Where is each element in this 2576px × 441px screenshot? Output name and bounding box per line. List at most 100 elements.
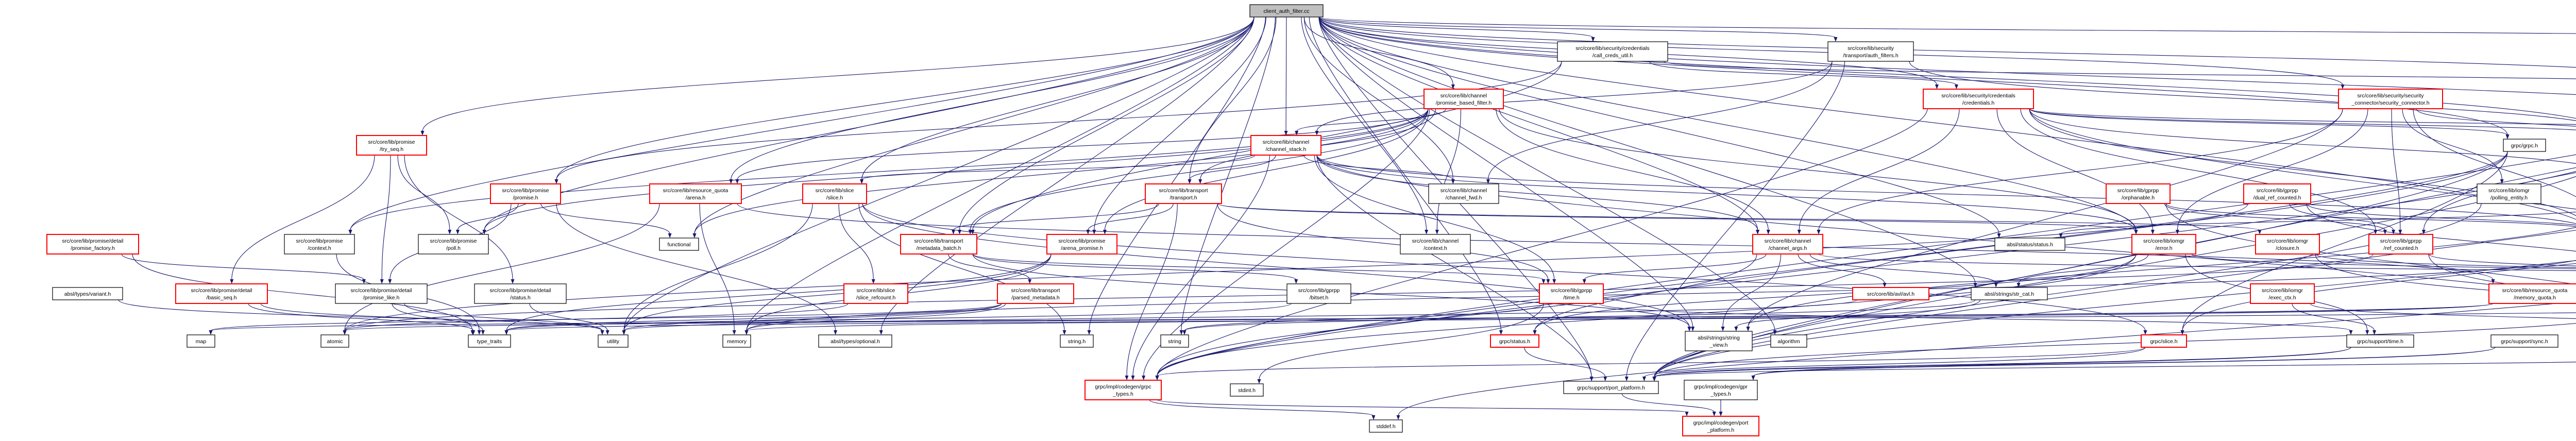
graph-node-transport[interactable]: src/core/lib/transport/transport.h	[1145, 183, 1222, 204]
node-box[interactable]	[1770, 334, 1807, 348]
node-box[interactable]	[2338, 89, 2443, 109]
node-box[interactable]	[2141, 334, 2187, 348]
graph-node-cpp[interactable]: grpc/impl/codegen/port_platform.h	[1682, 416, 1759, 436]
node-box[interactable]	[418, 234, 489, 255]
node-box[interactable]	[1827, 41, 1914, 62]
graph-node-pbf[interactable]: src/core/lib/channel/promise_based_filte…	[1423, 89, 1504, 109]
graph-node-strcat[interactable]: absl/strings/str_cat.h	[1971, 287, 2048, 300]
node-box[interactable]	[187, 334, 215, 348]
graph-node-creds[interactable]: src/core/lib/security/credentials/creden…	[1923, 89, 2034, 109]
node-box[interactable]	[1557, 41, 1668, 62]
node-box[interactable]	[1752, 234, 1823, 255]
node-box[interactable]	[1971, 287, 2048, 300]
graph-node-sref[interactable]: src/core/lib/slice/slice_refcount.h	[843, 283, 908, 304]
graph-node-arena_promise[interactable]: src/core/lib/promise/arena_promise.h	[1046, 234, 1117, 255]
node-box[interactable]	[1160, 334, 1189, 348]
node-box[interactable]	[1400, 234, 1471, 255]
graph-node-pfactory[interactable]: src/core/lib/promise/detail/promise_fact…	[46, 234, 139, 255]
node-box[interactable]	[52, 287, 123, 300]
graph-node-sync[interactable]: grpc/support/sync.h	[2490, 334, 2558, 348]
graph-node-type_traits[interactable]: type_traits	[468, 334, 511, 348]
node-box[interactable]	[1994, 238, 2065, 251]
node-box[interactable]	[1230, 383, 1264, 397]
graph-node-slice_grpc[interactable]: grpc/slice.h	[2141, 334, 2187, 348]
graph-node-pctx[interactable]: src/core/lib/promise/context.h	[284, 234, 355, 255]
node-box[interactable]	[1682, 416, 1759, 436]
graph-node-algorithm[interactable]: algorithm	[1770, 334, 1807, 348]
graph-node-stack[interactable]: src/core/lib/channel/channel_stack.h	[1250, 135, 1321, 156]
graph-node-auth_filters[interactable]: src/core/lib/security/transport/auth_fil…	[1827, 41, 1914, 62]
node-box[interactable]	[1145, 183, 1222, 204]
graph-node-string[interactable]: string	[1160, 334, 1189, 348]
node-box[interactable]	[1286, 283, 1351, 304]
graph-node-dstatus[interactable]: src/core/lib/promise/detail/status.h	[474, 283, 567, 304]
graph-node-memory[interactable]: memory	[722, 334, 751, 348]
node-box[interactable]	[2490, 334, 2558, 348]
node-box[interactable]	[1684, 380, 1758, 400]
graph-node-chctx[interactable]: src/core/lib/channel/context.h	[1400, 234, 1471, 255]
node-box[interactable]	[802, 183, 867, 204]
graph-node-optional[interactable]: absl/types/optional.h	[818, 334, 892, 348]
node-box[interactable]	[1250, 135, 1321, 156]
graph-node-status_grpc[interactable]: grpc/status.h	[1490, 334, 1539, 348]
node-box[interactable]	[1084, 380, 1162, 400]
node-box[interactable]	[2255, 234, 2320, 255]
node-box[interactable]	[2243, 183, 2311, 204]
node-box[interactable]	[1490, 334, 1539, 348]
graph-node-sview[interactable]: absl/strings/string_view.h	[1685, 331, 1753, 351]
node-box[interactable]	[649, 183, 742, 204]
node-box[interactable]	[2477, 183, 2541, 204]
node-box[interactable]	[320, 334, 349, 348]
graph-node-mdb[interactable]: src/core/lib/transport/metadata_batch.h	[900, 234, 977, 255]
graph-node-sconn[interactable]: src/core/lib/security/security_connector…	[2338, 89, 2443, 109]
node-box[interactable]	[2346, 334, 2414, 348]
node-box[interactable]	[659, 238, 699, 251]
graph-node-execctx[interactable]: src/core/lib/iomgr/exec_ctx.h	[2250, 283, 2315, 304]
graph-node-functional[interactable]: functional	[659, 238, 699, 251]
node-box[interactable]	[997, 283, 1074, 304]
graph-node-bitset[interactable]: src/core/lib/gprpp/bitset.h	[1286, 283, 1351, 304]
node-box[interactable]	[1852, 287, 1929, 300]
node-box[interactable]	[2368, 234, 2433, 255]
graph-node-basic_seq[interactable]: src/core/lib/promise/detail/basic_seq.h	[175, 283, 268, 304]
graph-node-dualrc[interactable]: src/core/lib/gprpp/dual_ref_counted.h	[2243, 183, 2311, 204]
node-box[interactable]	[468, 334, 511, 348]
node-box[interactable]	[335, 283, 428, 304]
node-box[interactable]	[175, 283, 268, 304]
graph-node-pmd[interactable]: src/core/lib/transport/parsed_metadata.h	[997, 283, 1074, 304]
graph-node-grpc_h[interactable]: grpc/grpc.h	[2503, 139, 2546, 152]
graph-node-pp[interactable]: grpc/support/port_platform.h	[1563, 381, 1659, 394]
node-box[interactable]	[843, 283, 908, 304]
graph-node-plike[interactable]: src/core/lib/promise/detail/promise_like…	[335, 283, 428, 304]
graph-node-absl_status[interactable]: absl/status/status.h	[1994, 238, 2065, 251]
graph-node-stddef[interactable]: stddef.h	[1369, 419, 1403, 433]
graph-node-error[interactable]: src/core/lib/iomgr/error.h	[2131, 234, 2196, 255]
graph-node-gpr_types[interactable]: grpc/impl/codegen/gpr_types.h	[1684, 380, 1758, 400]
graph-node-avl[interactable]: src/core/lib/avl/avl.h	[1852, 287, 1929, 300]
node-box[interactable]	[1923, 89, 2034, 109]
graph-node-string_h[interactable]: string.h	[1060, 334, 1094, 348]
node-box[interactable]	[900, 234, 977, 255]
node-box[interactable]	[1060, 334, 1094, 348]
graph-node-chfwd[interactable]: src/core/lib/channel/channel_fwd.h	[1428, 183, 1499, 204]
node-box[interactable]	[818, 334, 892, 348]
node-box[interactable]	[1249, 4, 1324, 18]
graph-node-variant[interactable]: absl/types/variant.h	[52, 287, 123, 300]
node-box[interactable]	[1428, 183, 1499, 204]
node-box[interactable]	[1046, 234, 1117, 255]
graph-node-try_seq[interactable]: src/core/lib/promise/try_seq.h	[356, 135, 427, 156]
node-box[interactable]	[2106, 183, 2171, 204]
node-box[interactable]	[1423, 89, 1504, 109]
node-box[interactable]	[284, 234, 355, 255]
graph-node-orph[interactable]: src/core/lib/gprpp/orphanable.h	[2106, 183, 2171, 204]
graph-node-stdint[interactable]: stdint.h	[1230, 383, 1264, 397]
graph-node-ccu[interactable]: src/core/lib/security/credentials/call_c…	[1557, 41, 1668, 62]
node-box[interactable]	[2250, 283, 2315, 304]
node-box[interactable]	[1369, 419, 1403, 433]
graph-node-utility[interactable]: utility	[598, 334, 629, 348]
graph-node-closure[interactable]: src/core/lib/iomgr/closure.h	[2255, 234, 2320, 255]
graph-node-promise[interactable]: src/core/lib/promise/promise.h	[490, 183, 561, 204]
node-box[interactable]	[46, 234, 139, 255]
graph-node-slice[interactable]: src/core/lib/slice/slice.h	[802, 183, 867, 204]
node-box[interactable]	[490, 183, 561, 204]
